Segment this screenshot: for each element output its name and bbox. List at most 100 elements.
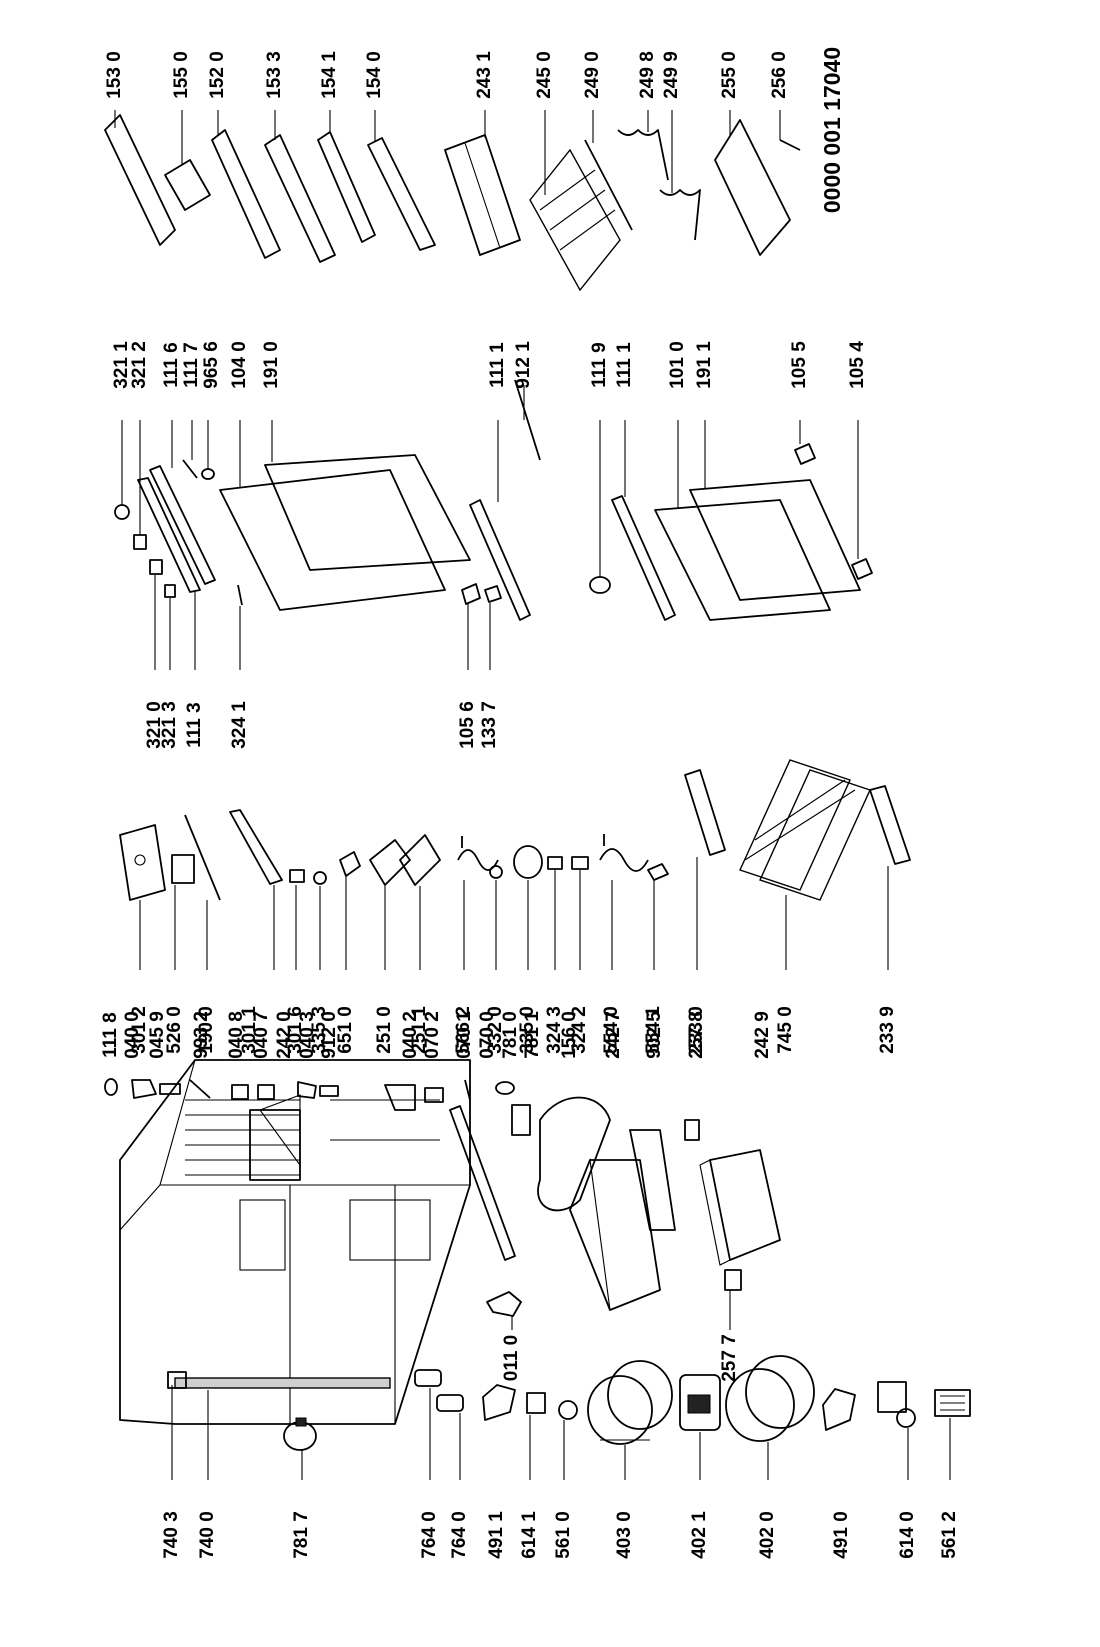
part-icon-105-6 <box>461 583 481 605</box>
part-icon-257-8 <box>684 1119 700 1141</box>
label-561-0: 561 0 <box>553 1511 574 1559</box>
label-251-0: 251 0 <box>374 1006 395 1054</box>
label-011-0: 011 0 <box>501 1334 522 1382</box>
part-icon-301-6 <box>289 869 305 883</box>
part-icon-133-7 <box>484 585 502 603</box>
part-icon-781-1 <box>511 1104 531 1136</box>
part-icon-561-2 <box>934 1389 971 1417</box>
part-icon-402-0 <box>725 1355 815 1442</box>
part-icon-154-0 <box>367 137 436 251</box>
part-icon-256-0 <box>779 139 801 151</box>
label-335-0: 335 0 <box>517 1006 538 1054</box>
part-icon-321-3 <box>164 584 176 598</box>
label-764-0: 764 0 <box>419 1511 440 1559</box>
part-icon-740-3 <box>167 1371 187 1389</box>
part-icon-912-0 <box>319 1085 339 1097</box>
part-icon-153-0 <box>104 114 176 246</box>
label-781-7: 781 7 <box>291 1511 312 1559</box>
part-icon-554-0 <box>599 834 649 872</box>
part-icon-111-6 <box>149 465 216 585</box>
label-243-1: 243 1 <box>474 51 495 99</box>
label-403-0: 403 0 <box>614 1511 635 1559</box>
part-icon-111-8 <box>104 1078 118 1096</box>
part-icon-233-9 <box>869 785 911 865</box>
label-324-1: 324 1 <box>229 701 250 749</box>
label-321-2: 321 2 <box>129 341 150 389</box>
part-icon-526-0 <box>171 854 195 884</box>
part-icon-745-0 <box>739 759 871 901</box>
part-icon-040-8 <box>231 1084 249 1100</box>
part-icon-781-0 <box>495 1081 515 1095</box>
part-icon-104-0 <box>219 469 446 611</box>
label-301-2: 301 2 <box>129 1006 150 1054</box>
part-icon-242-0 <box>249 1094 301 1181</box>
label-321-3: 321 3 <box>159 701 180 749</box>
label-251-1: 251 1 <box>409 1006 430 1054</box>
part-icon-070-1 <box>464 1079 471 1101</box>
label-249-0: 249 0 <box>582 51 603 99</box>
label-332-0: 332 0 <box>485 1006 506 1054</box>
part-icon-993-2 <box>189 1079 211 1099</box>
label-614-0: 614 0 <box>897 1511 918 1559</box>
label-651-0: 651 0 <box>335 1006 356 1054</box>
part-icon-255-0 <box>714 119 791 256</box>
part-icon-257-7 <box>724 1269 742 1291</box>
part-icon-566-2 <box>457 836 499 871</box>
label-154-1: 154 1 <box>319 51 340 99</box>
part-icon-251-0 <box>369 839 411 886</box>
label-190-0: 190 0 <box>196 1006 217 1054</box>
label-105-4: 105 4 <box>847 341 868 389</box>
label-301-1: 301 1 <box>239 1006 260 1054</box>
part-icon-040-7 <box>257 1084 275 1100</box>
label-111-1: 111 1 <box>487 342 508 388</box>
label-561-2: 561 2 <box>939 1511 960 1559</box>
part-icon-045-9 <box>159 1083 181 1095</box>
label-105-5: 105 5 <box>789 341 810 389</box>
label-324-3: 324 3 <box>544 1006 565 1054</box>
label-491-1: 491 1 <box>486 1511 507 1559</box>
part-icon-245-0 <box>529 148 621 292</box>
label-101-0: 101 0 <box>667 341 688 389</box>
part-icon-242-7 <box>569 1157 661 1311</box>
part-icon-040-3 <box>297 1081 317 1099</box>
part-icon-101-0 <box>654 499 831 621</box>
part-icon-402-1 <box>679 1374 721 1431</box>
label-153-3: 153 3 <box>264 51 285 99</box>
part-icon-324-3 <box>547 856 563 870</box>
part-icon-190-0 <box>184 814 221 901</box>
part-icon-561-0 <box>558 1400 578 1420</box>
label-255-0: 255 0 <box>719 51 740 99</box>
leader-lines <box>114 110 951 1480</box>
part-icon-249-0 <box>584 139 633 231</box>
label-153-0: 153 0 <box>104 51 125 99</box>
label-154-0: 154 0 <box>364 51 385 99</box>
part-icon-154-1 <box>317 131 376 243</box>
label-526-0: 526 0 <box>164 1006 185 1054</box>
label-191-1: 191 1 <box>694 341 715 389</box>
part-icon-152-0 <box>211 129 281 259</box>
part-icon-491-0 <box>822 1388 856 1431</box>
part-icon-781-7 <box>283 1417 317 1451</box>
part-icon-614-1 <box>526 1392 546 1414</box>
label-155-0: 155 0 <box>171 51 192 99</box>
part-icon-111-1 <box>469 499 531 621</box>
part-icon-324-2 <box>571 856 589 870</box>
label-745-0: 745 0 <box>775 1006 796 1054</box>
part-icon-301-2 <box>119 824 166 901</box>
part-icon-242-9 <box>699 1149 781 1266</box>
part-icon-301-1 <box>229 809 283 885</box>
document-number: 0000 001 17040 <box>819 46 845 214</box>
part-icon-332-0 <box>489 865 503 879</box>
part-icon-105-4 <box>851 558 873 580</box>
part-icon-321-2 <box>133 534 147 550</box>
part-icon-614-0 <box>877 1381 916 1428</box>
label-402-0: 402 0 <box>757 1511 778 1559</box>
part-icon-233-0 <box>684 769 726 856</box>
part-icon-902-5 <box>629 1129 676 1231</box>
label-740-0: 740 0 <box>197 1511 218 1559</box>
part-icon-251-1 <box>399 834 441 886</box>
part-icon-403-0 <box>587 1360 673 1445</box>
part-icon-011-0 <box>486 1291 522 1317</box>
